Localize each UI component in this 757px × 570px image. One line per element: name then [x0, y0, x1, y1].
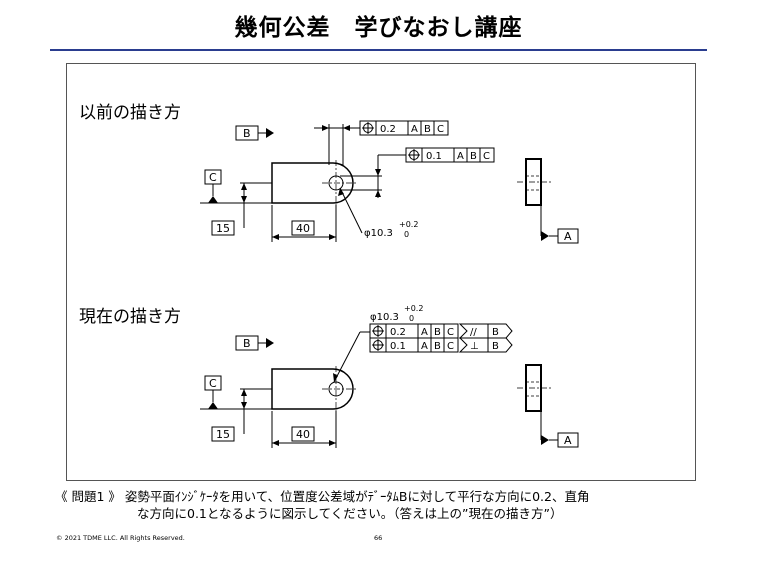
svg-text:A: A: [457, 151, 464, 162]
svg-text:C: C: [447, 341, 454, 352]
svg-text:0: 0: [409, 314, 414, 323]
svg-text:B: B: [424, 124, 431, 135]
svg-text:C: C: [447, 327, 454, 338]
svg-text:15: 15: [216, 428, 230, 441]
section-heading-current: 現在の描き方: [79, 307, 181, 327]
svg-text:A: A: [421, 341, 428, 352]
svg-text:B: B: [492, 327, 499, 338]
svg-text:0.1: 0.1: [390, 341, 406, 352]
drawing-frame: [66, 63, 696, 481]
svg-text:15: 15: [216, 222, 230, 235]
copyright: © 2021 TDME LLC. All Rights Reserved.: [56, 534, 185, 542]
svg-text:B: B: [492, 341, 499, 352]
part-outline: [271, 162, 354, 204]
problem-statement: 《 問題1 》 姿勢平面ｲﾝｼﾞｹｰﾀを用いて、位置度公差域がﾃﾞｰﾀﾑBに対し…: [55, 488, 745, 522]
svg-text:B: B: [434, 341, 441, 352]
svg-text:C: C: [209, 377, 217, 390]
dim-15-box: [211, 220, 235, 236]
frame-current-perpendicular: ⊥ B: [458, 337, 513, 353]
datum-b-label: B: [243, 127, 251, 140]
svg-text:⊥: ⊥: [470, 341, 479, 352]
frame-current-parallel: // B: [458, 323, 513, 339]
datum-a-box: [557, 228, 579, 244]
frame-before-pos-02: 0.2 A B C: [359, 120, 449, 136]
title-divider: [50, 49, 707, 51]
svg-text:40: 40: [296, 222, 310, 235]
page-number: 66: [374, 534, 383, 542]
frame-current-pos-02: 0.2 A B C: [369, 323, 459, 339]
svg-text:φ10.3: φ10.3: [364, 228, 393, 239]
svg-text:A: A: [564, 434, 572, 447]
frame-before-pos-01: 0.1 A B C: [405, 147, 495, 163]
svg-text:0.2: 0.2: [390, 327, 406, 338]
dim-40-box: [291, 220, 315, 236]
svg-text:φ10.3: φ10.3: [370, 312, 399, 323]
svg-text:C: C: [437, 124, 444, 135]
svg-text:0.1: 0.1: [426, 151, 442, 162]
current-drawing: B C 15: [200, 304, 579, 448]
svg-text:0: 0: [404, 230, 409, 239]
svg-text:C: C: [209, 171, 217, 184]
section-heading-before: 以前の描き方: [79, 103, 181, 123]
svg-text:+0.2: +0.2: [404, 304, 423, 313]
svg-text:B: B: [434, 327, 441, 338]
svg-text:0.2: 0.2: [380, 124, 396, 135]
page-title: 幾何公差 学びなおし講座: [234, 15, 523, 41]
problem-line-2: な方向に0.1となるように図示してください。（答えは上の”現在の描き方”）: [137, 506, 563, 521]
frame-current-pos-01: 0.1 A B C: [369, 337, 459, 353]
svg-text:A: A: [564, 230, 572, 243]
svg-text:A: A: [421, 327, 428, 338]
before-drawing: B C 15: [200, 120, 579, 244]
svg-text:+0.2: +0.2: [399, 220, 418, 229]
svg-text:B: B: [470, 151, 477, 162]
problem-label: 《 問題1 》: [55, 489, 121, 504]
svg-text:B: B: [243, 337, 251, 350]
svg-text://: //: [470, 327, 477, 338]
svg-text:A: A: [411, 124, 418, 135]
svg-text:C: C: [483, 151, 490, 162]
svg-text:40: 40: [296, 428, 310, 441]
problem-line-1: 姿勢平面ｲﾝｼﾞｹｰﾀを用いて、位置度公差域がﾃﾞｰﾀﾑBに対して平行な方向に0…: [124, 489, 590, 504]
